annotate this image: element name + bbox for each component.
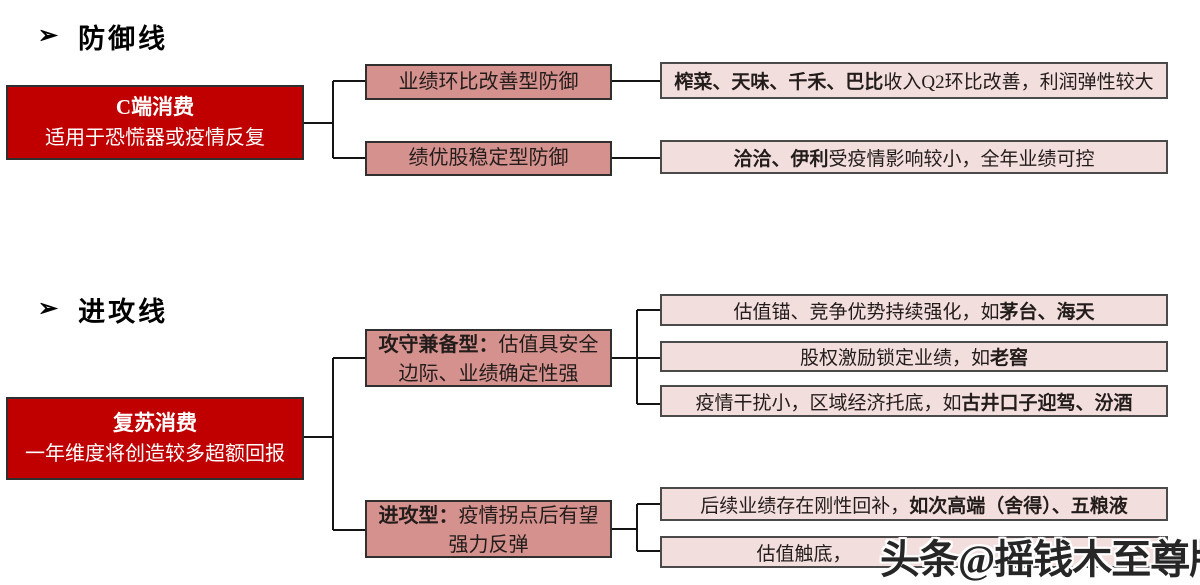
leaf-text-pre: 后续业绩存在刚性回补， [700,495,910,517]
leaf-text-bold: 榨菜、天味、千禾、巴比 [674,72,884,93]
watermark-toutiao: 头条@摇钱木至尊版 [880,537,1200,582]
leaf-text-post: 受疫情影响较小，全年业绩可控 [828,148,1095,170]
root-box-title: 复苏消费 [113,410,197,435]
leaf-text-pre: 股权激励锁定业绩，如 [799,348,990,369]
branch-label-bold: 攻守兼备型： [378,334,499,356]
branch-box-balanced-type: 攻守兼备型：估值具安全边际、业绩确定性强 [365,329,612,387]
section-heading-defense: ➢ 防御线 [38,17,168,56]
arrow-bullet-icon: ➢ [38,296,59,322]
leaf-box-shede-wuliangye: 后续业绩存在刚性回补，如次高端（舍得）、五粮液 [660,487,1168,521]
leaf-text-pre: 估值触底， [756,543,852,565]
branch-box-qoq-improvement-defense: 业绩环比改善型防御 [365,64,612,100]
root-box-c-end-consumption: C端消费 适用于恐慌器或疫情反复 [6,85,304,160]
leaf-text-bold: 如次高端（舍得）、五粮液 [909,495,1128,517]
leaf-text-bold: 古井口子迎驾、汾酒 [961,392,1133,414]
arrow-bullet-icon: ➢ [38,23,59,49]
leaf-box-valuation-bottom: 估值触底， [660,536,1168,568]
branch-label: 估值具安全边际、业绩确定性强 [398,334,599,385]
root-box-subtitle: 一年维度将创造较多超额回报 [25,443,285,466]
leaf-text-pre: 估值锚、竞争优势持续强化，如 [733,301,1000,323]
section-heading-offense: ➢ 进攻线 [38,290,168,329]
leaf-text-bold: 洽洽、伊利 [733,148,829,170]
branch-label: 绩优股稳定型防御 [408,147,569,169]
root-box-subtitle: 适用于恐慌器或疫情反复 [45,127,265,150]
leaf-box-laojiao: 股权激励锁定业绩，如老窖 [660,341,1168,372]
branch-label: 业绩环比改善型防御 [398,70,579,93]
root-box-title: C端消费 [115,94,195,119]
leaf-text-post: 收入Q2环比改善，利润弹性较大 [883,72,1154,93]
branch-label: 疫情拐点后有望强力反弹 [448,505,599,556]
branch-box-bluechip-stable-defense: 绩优股稳定型防御 [365,141,612,176]
leaf-text-bold: 老窖 [990,348,1029,369]
branch-label-bold: 进攻型： [378,505,459,527]
leaf-text-pre: 疫情干扰小，区域经济托底，如 [695,392,962,414]
leaf-text-bold: 茅台、海天 [999,301,1095,323]
leaf-box-qiaqia-yili: 洽洽、伊利受疫情影响较小，全年业绩可控 [660,140,1168,174]
root-box-recovery-consumption: 复苏消费 一年维度将创造较多超额回报 [6,397,304,480]
leaf-box-maotai-haitian: 估值锚、竞争优势持续强化，如茅台、海天 [660,294,1168,326]
leaf-box-gujing-fenjiu: 疫情干扰小，区域经济托底，如古井口子迎驾、汾酒 [660,385,1168,417]
section-heading-label: 进攻线 [78,297,169,327]
branch-box-offensive-type: 进攻型：疫情拐点后有望强力反弹 [365,500,612,558]
leaf-box-zhacai-tianwei: 榨菜、天味、千禾、巴比收入Q2环比改善，利润弹性较大 [660,62,1168,99]
section-heading-label: 防御线 [78,24,169,54]
